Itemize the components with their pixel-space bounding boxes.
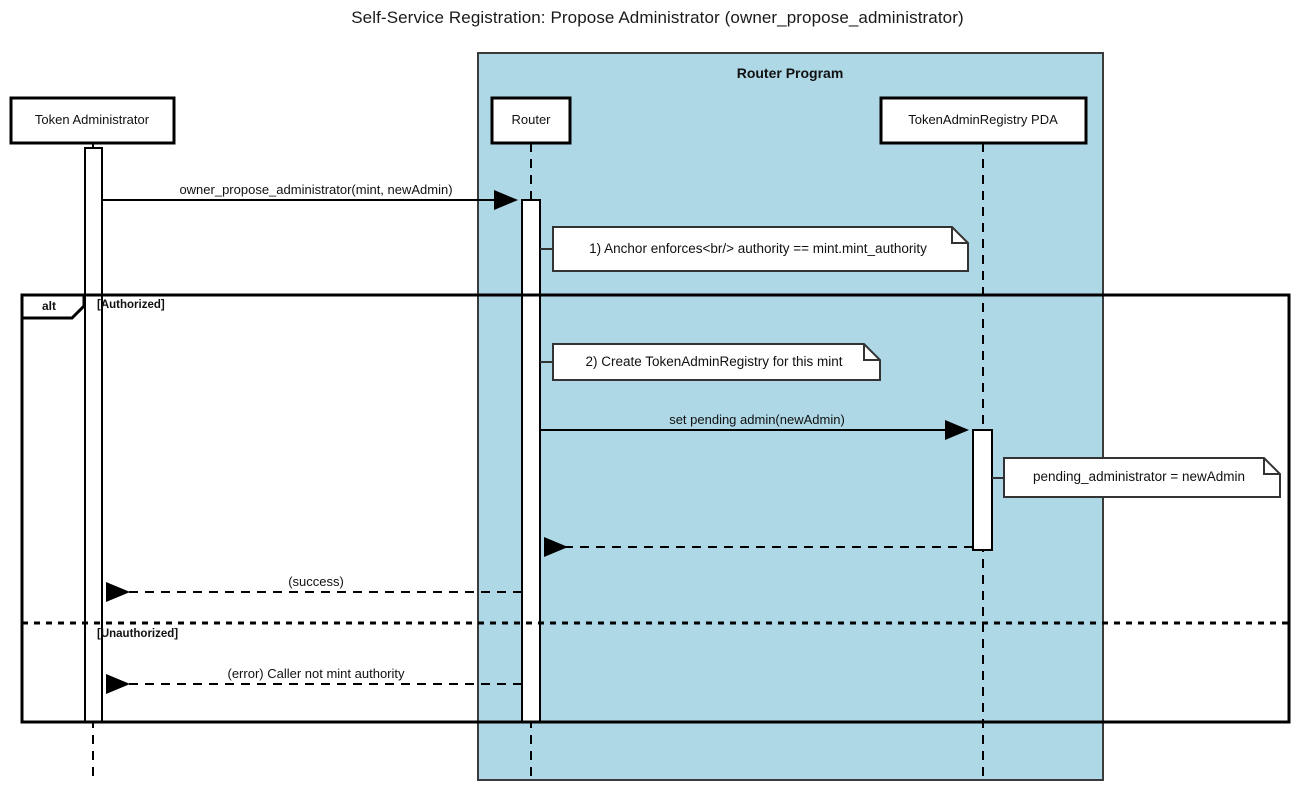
note-pending-administrator xyxy=(1003,457,1281,498)
message-label-set-pending-admin: set pending admin(newAdmin) xyxy=(669,412,845,427)
participant-label-token-administrator[interactable]: Token Administrator xyxy=(34,112,150,127)
group-title-router-program: Router Program xyxy=(736,65,844,81)
message-label-success: (success) xyxy=(288,574,344,589)
message-label-error: (error) Caller not mint authority xyxy=(227,666,405,681)
page-title: Self-Service Registration: Propose Admin… xyxy=(351,8,964,27)
activation-token-admin-registry-pda xyxy=(972,429,993,551)
note-label-anchor-enforces: 1) Anchor enforces<br/> authority == min… xyxy=(589,241,927,256)
note-label-pending-administrator: pending_administrator = newAdmin xyxy=(1033,469,1245,484)
fragment-alt-guard-unauthorized: [Unauthorized] xyxy=(97,628,179,640)
participant-box-token-admin-registry-pda[interactable] xyxy=(879,96,1088,145)
note-anchor-enforces xyxy=(552,226,969,272)
participant-label-router[interactable]: Router xyxy=(511,112,551,127)
fragment-alt-frame xyxy=(20,293,1291,724)
note-label-create-registry: 2) Create TokenAdminRegistry for this mi… xyxy=(585,354,843,369)
message-label-owner-propose-administrator: owner_propose_administrator(mint, newAdm… xyxy=(179,182,453,197)
group-router-program-box xyxy=(477,52,1104,781)
participant-label-token-admin-registry-pda[interactable]: TokenAdminRegistry PDA xyxy=(908,112,1058,127)
fragment-alt-operator-tab xyxy=(20,293,86,320)
fragment-alt-operator-label: alt xyxy=(41,299,57,313)
fragment-alt-guard-authorized: [Authorized] xyxy=(97,299,165,311)
note-create-registry xyxy=(552,343,881,381)
activation-router xyxy=(521,199,541,723)
participant-box-router[interactable] xyxy=(490,96,572,145)
participant-box-token-administrator[interactable] xyxy=(9,96,176,145)
